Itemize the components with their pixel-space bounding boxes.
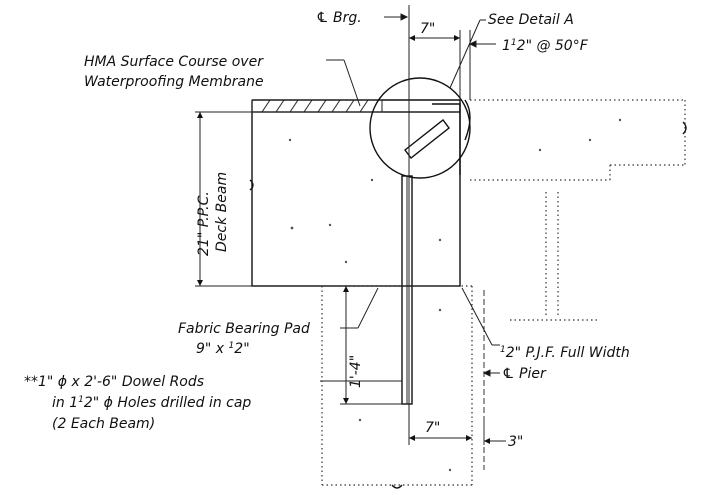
dim-7-bottom-text: 7" xyxy=(425,420,440,436)
fabric-pad-label-line1: Fabric Bearing Pad xyxy=(178,321,310,337)
dowel-label-line3: (2 Each Beam) xyxy=(52,416,155,432)
hma-label-line1: HMA Surface Course over xyxy=(84,54,264,70)
beam-depth-label-line1: 21" P.P.C. xyxy=(196,191,212,256)
dowel-label-line1: **1" ϕ x 2'-6" Dowel Rods xyxy=(24,374,204,390)
pier-cap xyxy=(321,285,473,489)
pjf-frac: 1 xyxy=(500,345,506,355)
beam-depth-label-line2: Deck Beam xyxy=(214,172,230,252)
dim-7-top-text: 7" xyxy=(420,21,435,37)
dowel-line2-b: 2" ϕ Holes drilled in cap xyxy=(84,395,252,411)
dowel-line2-frac: 1 xyxy=(78,395,84,405)
gap-temp-frac: 1 xyxy=(511,38,517,48)
gap-temp-rest: 2" @ 50°F xyxy=(517,38,589,54)
hma-surface-course xyxy=(251,99,383,113)
fabric-pad-label-line2: 9" x 12" xyxy=(196,341,250,357)
pjf-label: 12" P.J.F. Full Width xyxy=(500,345,630,361)
dowel-line2-a: in 1 xyxy=(52,395,78,411)
dim-3: 3" xyxy=(484,434,523,450)
dim-3-text: 3" xyxy=(508,434,523,450)
cl-pier-label: ℄ Pier xyxy=(502,366,547,382)
dowel-length-label: 1'-4" xyxy=(348,355,364,388)
expansion-joint-assembly xyxy=(404,99,471,175)
see-detail-a-label: See Detail A xyxy=(488,12,574,28)
deck-slab-right xyxy=(470,99,687,321)
detail-a-circle xyxy=(369,77,471,179)
cl-brg-label: ℄ Brg. xyxy=(316,10,362,26)
hma-label-line2: Waterproofing Membrane xyxy=(84,74,264,90)
pad-size-b: 2" xyxy=(234,341,249,357)
deck-beam xyxy=(249,99,461,287)
pad-size-frac: 1 xyxy=(229,341,235,351)
dim-beam-depth xyxy=(195,111,252,287)
leaders xyxy=(320,13,500,382)
dowel-rod xyxy=(401,175,413,405)
pjf-text: 2" P.J.F. Full Width xyxy=(506,345,630,361)
dim-7-bottom: 7" xyxy=(409,420,472,441)
gap-temp-label: 112" @ 50°F xyxy=(502,38,589,54)
gap-temp-prefix: 1 xyxy=(502,38,511,54)
concrete-aggregate-marks xyxy=(288,118,622,472)
dim-dowel-length xyxy=(340,285,402,405)
dim-7-top: 7" xyxy=(409,21,471,100)
pad-size-a: 9" x xyxy=(196,341,229,357)
dowel-label-line2: in 112" ϕ Holes drilled in cap xyxy=(52,395,251,411)
